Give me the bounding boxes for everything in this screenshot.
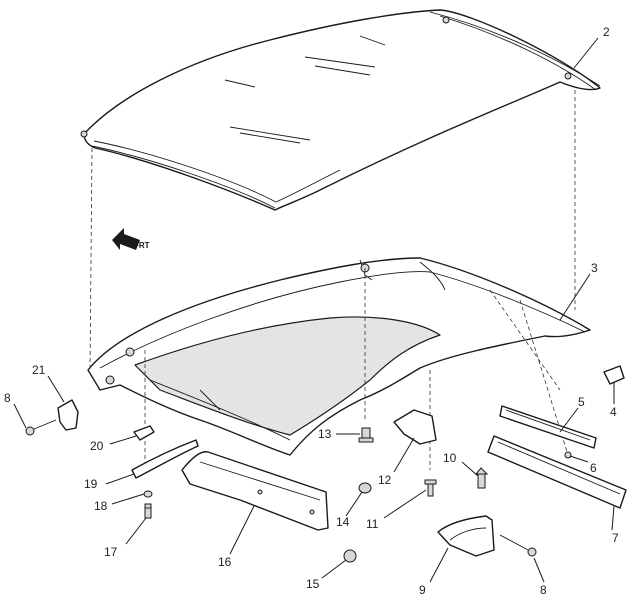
roof-fastener [80,130,88,138]
latch-4 [603,365,625,385]
clip-20 [133,425,155,441]
bolt-11 [424,479,437,497]
knob-15 [343,549,357,563]
hinge-12 [393,409,437,445]
screw-8-left [25,419,57,436]
callout-12: 12 [378,473,392,487]
strip-19 [131,439,199,479]
callout-14: 14 [336,515,350,529]
cover-9 [437,515,495,557]
callout-4: 4 [610,405,617,419]
front-direction-arrow: FRT [112,228,150,250]
callout-20: 20 [90,439,104,453]
panel-16 [181,451,329,531]
cap-14 [358,482,372,494]
callout-15: 15 [306,577,320,591]
callout-5: 5 [578,395,585,409]
leader-lines [13,37,615,583]
callouts: 2 3 4 5 6 7 8 8 9 10 11 12 13 14 15 16 1… [4,25,619,597]
callout-2: 2 [603,25,610,39]
frame-fastener [105,375,115,385]
bolt-6 [564,451,572,459]
callout-18: 18 [94,499,108,513]
frame-fastener [125,347,135,357]
callout-19: 19 [84,477,98,491]
callout-11: 11 [366,517,379,531]
roof-panel [80,9,601,211]
fastener-10 [474,467,489,489]
roof-fastener [564,72,572,80]
front-arrow-label: FRT [134,241,150,250]
callout-21: 21 [32,363,46,377]
rail-5 [499,405,597,449]
callout-8-right: 8 [540,583,547,597]
callout-13: 13 [318,427,332,441]
callout-10: 10 [443,451,457,465]
stud-13 [358,427,374,443]
pin-17 [144,503,152,519]
callout-6: 6 [590,461,597,475]
callout-7: 7 [612,531,619,545]
callout-8-left: 8 [4,391,11,405]
roof-frame [87,257,591,456]
roof-fastener [442,16,450,24]
callout-17: 17 [104,545,118,559]
callout-16: 16 [218,555,232,569]
bracket-21 [57,399,79,431]
callout-3: 3 [591,261,598,275]
screw-8-right [499,534,537,557]
rail-7 [487,435,627,509]
washer-18 [143,490,153,498]
callout-9: 9 [419,583,426,597]
